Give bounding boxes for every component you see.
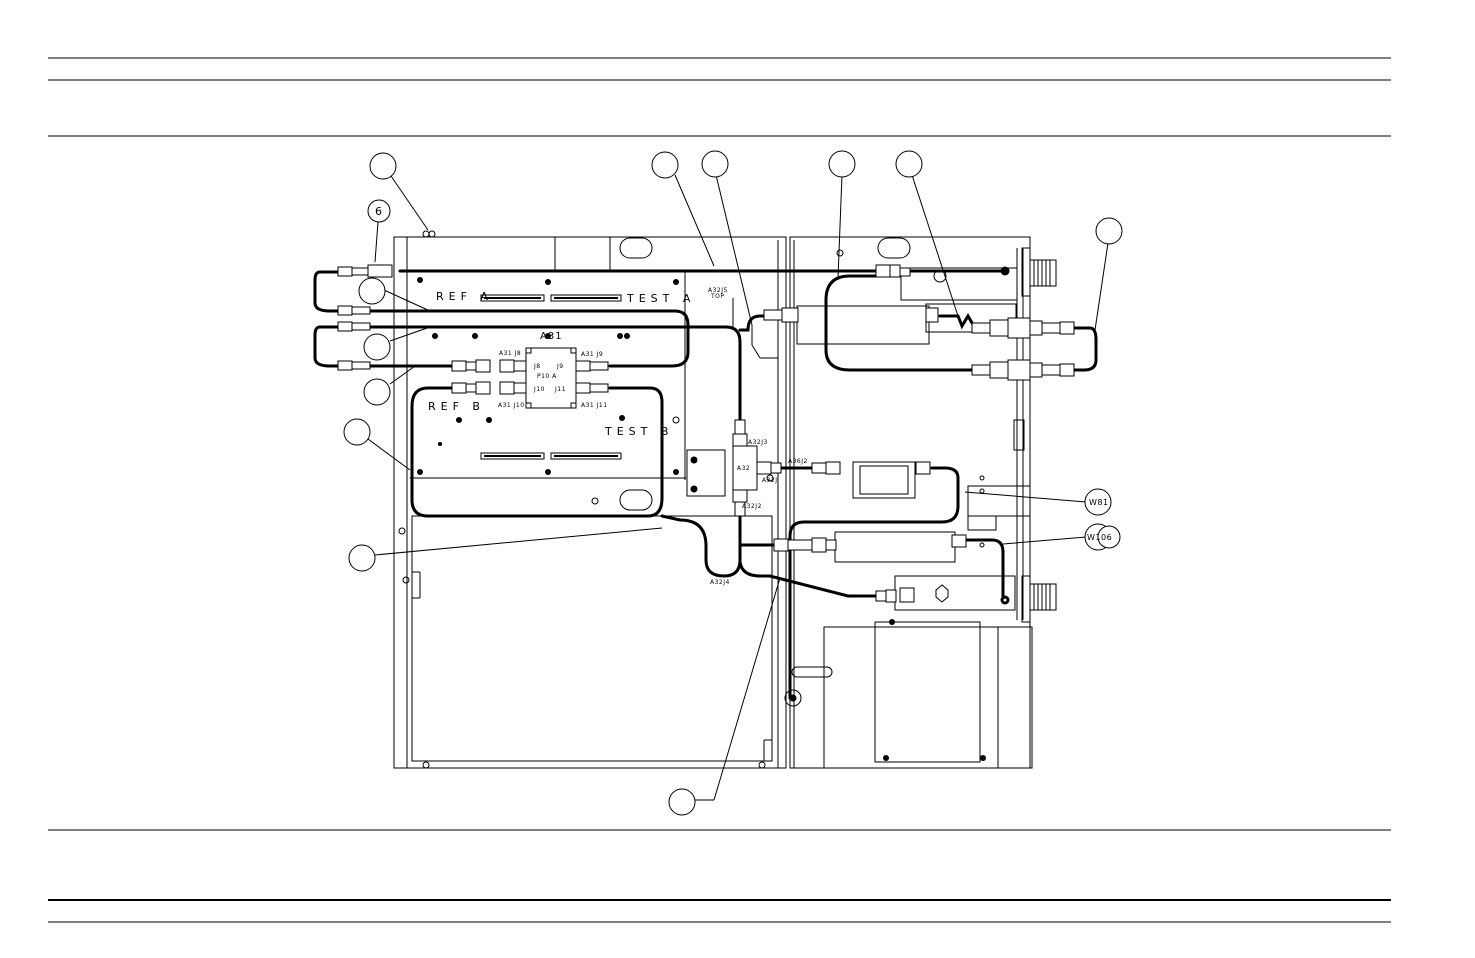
label-test-b: TEST B <box>604 425 673 438</box>
label-a36j2: A36J2 <box>788 458 808 465</box>
leader-lines <box>367 174 1109 801</box>
label-a32j: A32J <box>762 477 778 484</box>
balloon-12 <box>343 418 371 446</box>
balloon-1 <box>369 152 397 180</box>
label-test-a: TEST A <box>626 292 695 305</box>
label-a32j4: A32J4 <box>710 579 730 586</box>
balloon-8 <box>1095 217 1123 245</box>
label-ref-b: REF B <box>428 400 485 413</box>
mount-holes <box>398 230 985 769</box>
balloon-w81 <box>1084 488 1112 516</box>
label-p10: P10 A <box>537 373 557 380</box>
sma-connectors <box>337 264 1075 603</box>
label-top: TOP <box>710 293 725 300</box>
label-j11: J11 <box>554 386 566 393</box>
label-a31: A31 <box>540 331 563 342</box>
label-a32j5: A32J5 <box>708 287 728 294</box>
a32-module <box>686 445 758 497</box>
callout-w81: W81 <box>1089 498 1109 507</box>
label-a31-j8: A31 J8 <box>499 350 521 357</box>
label-ref-a: REF A <box>436 290 493 303</box>
label-j9: J9 <box>556 363 564 370</box>
callout-6: 6 <box>375 205 382 218</box>
balloon-w106b <box>1097 525 1121 549</box>
balloon-11 <box>363 378 391 406</box>
label-a32: A32 <box>737 465 750 472</box>
callout-w106: W106 <box>1087 533 1112 542</box>
label-a31-j10: A31 J10 <box>498 402 525 409</box>
connector-pins <box>484 297 618 457</box>
knurled-knobs <box>1033 260 1051 610</box>
page-rules <box>48 57 1391 923</box>
balloon-5 <box>828 150 856 178</box>
label-a31-j9: A31 J9 <box>581 351 603 358</box>
callout-balloons <box>343 150 1123 816</box>
label-j10: J10 <box>533 386 545 393</box>
balloon-13 <box>348 544 376 572</box>
label-a32j3: A32J3 <box>748 439 768 446</box>
balloon-9 <box>358 277 386 305</box>
connector-strips <box>480 294 622 460</box>
balloon-7 <box>895 150 923 178</box>
label-a32j2: A32J2 <box>742 503 762 510</box>
a31-module <box>525 347 577 409</box>
balloon-6 <box>367 199 391 223</box>
balloon-3 <box>651 151 679 179</box>
balloon-10 <box>363 333 391 361</box>
balloon-14 <box>668 788 696 816</box>
screws <box>417 277 986 761</box>
label-j8: J8 <box>533 363 541 370</box>
label-a31-j11: A31 J11 <box>581 402 608 409</box>
balloon-4 <box>701 150 729 178</box>
